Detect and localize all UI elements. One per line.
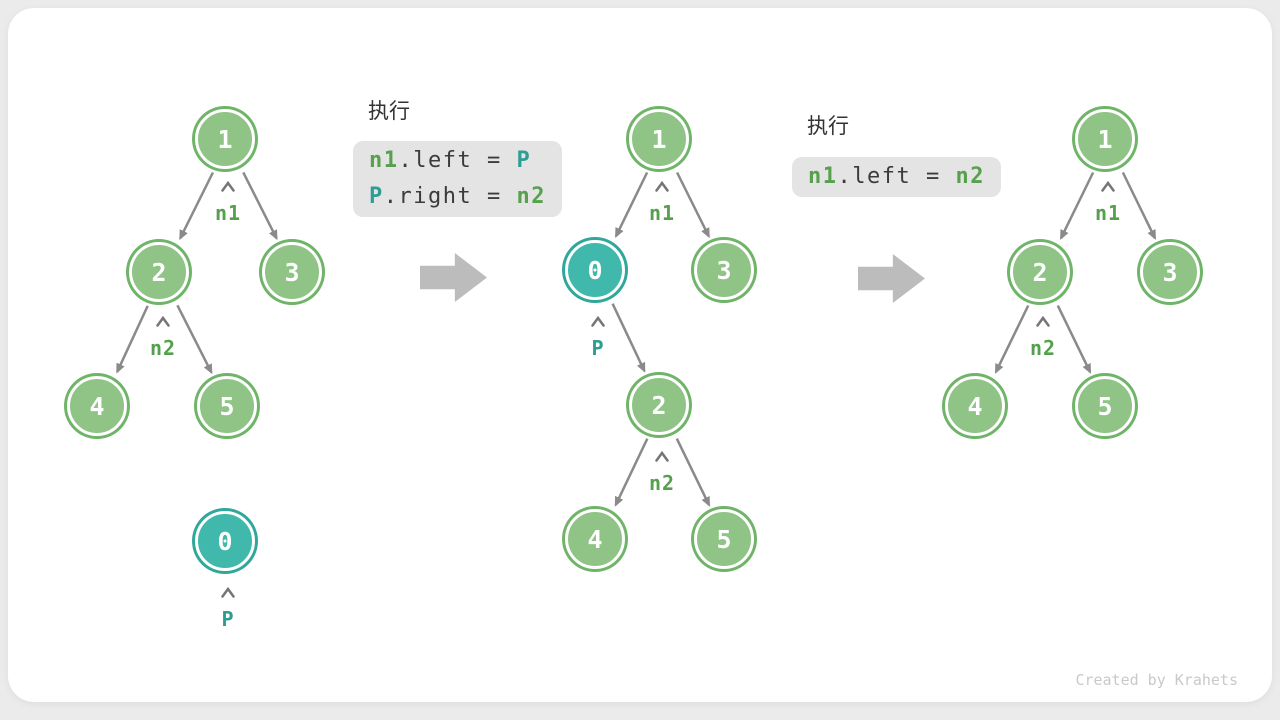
pointer-caret-icon: [221, 180, 235, 192]
edge-2-to-4: [614, 438, 649, 507]
pointer-caret-icon: [591, 315, 605, 327]
credit-text: Created by Krahets: [1075, 671, 1238, 689]
step-1-title: 执行: [368, 99, 410, 123]
step-2-title: 执行: [807, 114, 849, 138]
pointer-caret-icon: [221, 586, 235, 598]
edge-2-to-5: [675, 438, 711, 507]
pointer-caret-icon: [655, 450, 669, 462]
edge-1-to-3: [1121, 171, 1157, 240]
code-token: n2: [955, 164, 985, 189]
code-token: P: [516, 148, 532, 173]
edge-1-to-2: [179, 171, 215, 241]
pointer-caret-icon: [156, 315, 170, 327]
pointer-caret-icon: [655, 180, 669, 192]
code-token: n1: [808, 164, 838, 189]
edge-1-to-0: [614, 171, 649, 238]
pointer-caret-icon: [1101, 180, 1115, 192]
code-line: n1.left = n2: [808, 159, 985, 195]
code-line: P.right = n2: [369, 179, 546, 215]
edge-0-to-2: [611, 303, 646, 373]
pointer-caret-icon: [1036, 315, 1050, 327]
code-token: n1: [369, 148, 399, 173]
code-token: .left =: [398, 148, 517, 173]
edge-2-to-4: [116, 305, 149, 374]
edge-1-to-3: [675, 171, 710, 239]
code-token: n2: [516, 184, 546, 209]
edge-1-to-2: [1059, 171, 1095, 240]
code-line: n1.left = P: [369, 143, 546, 179]
edge-2-to-5: [1056, 305, 1092, 374]
code-token: .left =: [837, 164, 956, 189]
code-token: P: [369, 184, 384, 209]
edge-1-to-3: [242, 171, 278, 241]
edge-2-to-5: [176, 304, 213, 375]
code-token: .right =: [383, 184, 517, 209]
step-2-code-block: n1.left = n2: [792, 157, 1001, 197]
edge-2-to-4: [994, 305, 1030, 374]
